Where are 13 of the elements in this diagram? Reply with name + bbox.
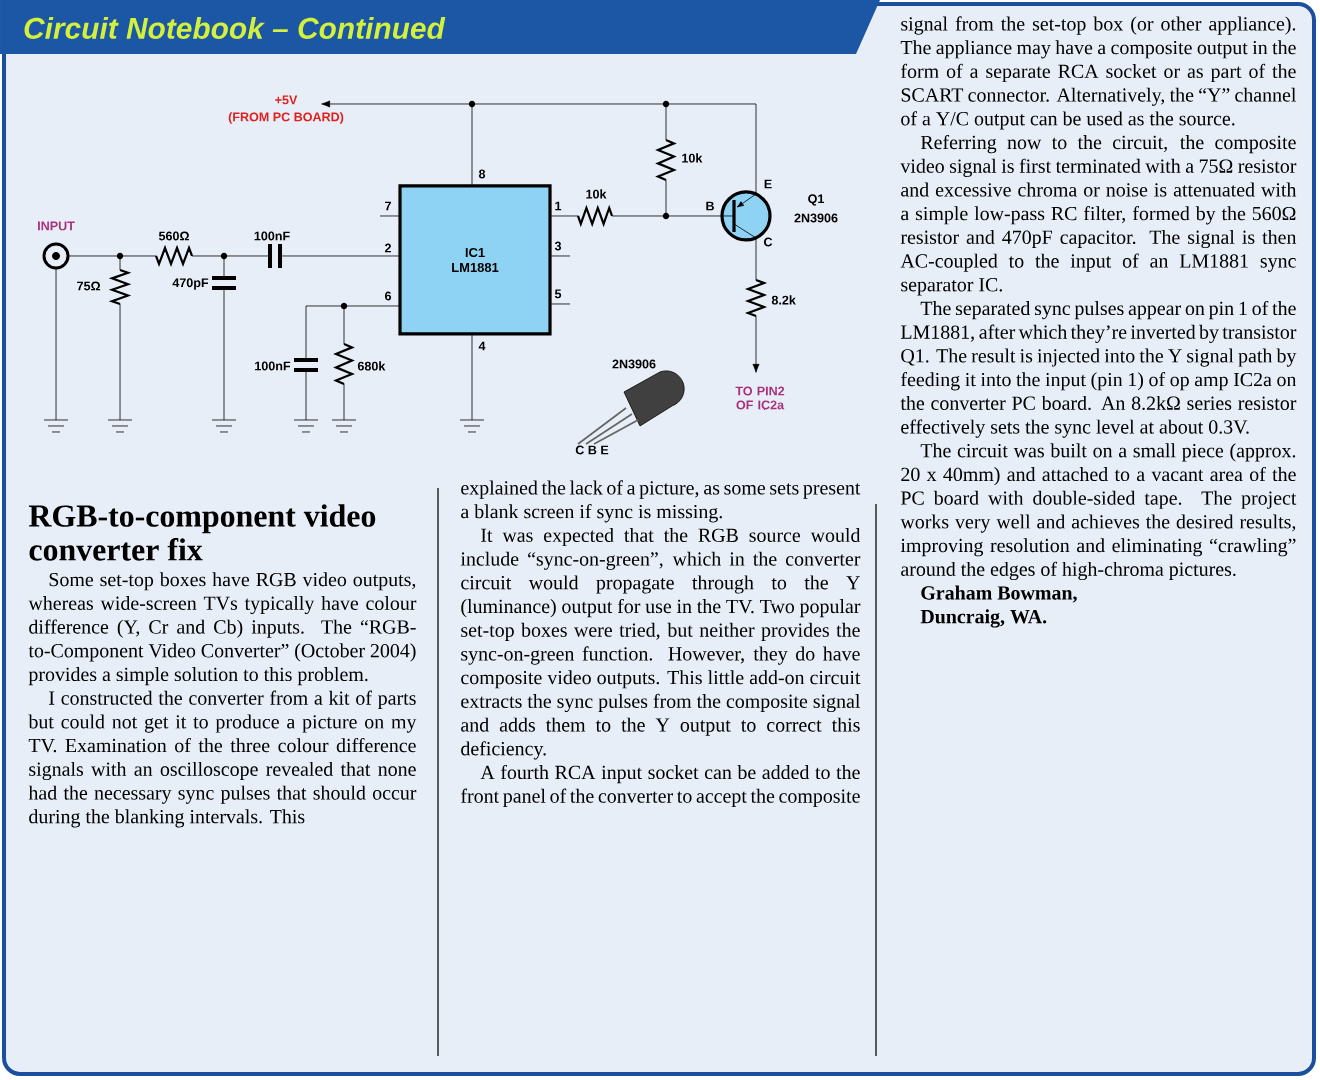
- paragraph: Some set-top boxes have RGB video outputs, whereas wide-screen TVs typically have colour difference (Y, Cr and Cb) inputs. The “RGB-to-Component Video Converter” (October 2004) provides a simple solution to this problem.: [28, 572, 417, 686]
- paragraph: A fourth RCA input socket can be added to the front panel of the converter to accept the composite: [461, 764, 860, 807]
- paragraph: The separated sync pulses appear on pin 1 of the LM1881, after which they’re inverted by transistor Q1. The result is injected into the Y signal path by feeding it into the input (pin 1) of op amp IC2a on the converter PC board. An 8.2kΩ series resistor effectively sets the sync level at about 0.3V.: [900, 300, 1297, 438]
- paragraph: signal from the set-top box (or other appliance). The appliance may have a composite output in the form of a separate RCA socket or as part of the SCART connector. Alternatively, the “Y” channel of a Y/C output can be used as the source.: [900, 16, 1296, 130]
- paragraph: It was expected that the RGB source would include “sync-on-green”, which in the converter circuit would propagate through to the Y (luminance) output for use in the TV. Two popular set-top boxes were tried, but neither provides the sync-on-green function. However, they do have composite video outputs. This little add-on circuit extracts the sync pulses from the composite signal and adds them to the Y output to correct this deficiency.: [460, 528, 861, 760]
- title-banner: Circuit Notebook – Continued: [0, 0, 880, 54]
- paragraph: explained the lack of a picture, as some sets present a blank screen if sync is missing.: [461, 480, 861, 523]
- paragraph: I constructed the converter from a kit of parts but could not get it to produce a picture on my TV. Examination of the three colour difference signals with an oscilloscope revealed that none had the necessary sync pulses that should occur during the blanking intervals. This: [28, 690, 417, 828]
- paragraph: Referring now to the circuit, the composite video signal is first terminated with a 75Ω resistor and excessive chroma or noise is attenuated with a simple low-pass RC filter, formed by the 560Ω resistor and 470pF capacitor. The signal is then AC-coupled to the input of an LM1881 sync separator IC.: [900, 134, 1297, 296]
- signature: Graham Bowman,: [921, 585, 1077, 603]
- heading: RGB-to-component video converter fix: [28, 504, 376, 561]
- paragraph: The circuit was built on a small piece (approx. 20 x 40mm) and attached to a vacant area of the PC board with double-sided tape. The project works very well and achieves the desired results, improving resolution and eliminating “crawling” around the edges of high-chroma pictures.: [900, 443, 1297, 581]
- signature: Duncraig, WA.: [920, 609, 1047, 628]
